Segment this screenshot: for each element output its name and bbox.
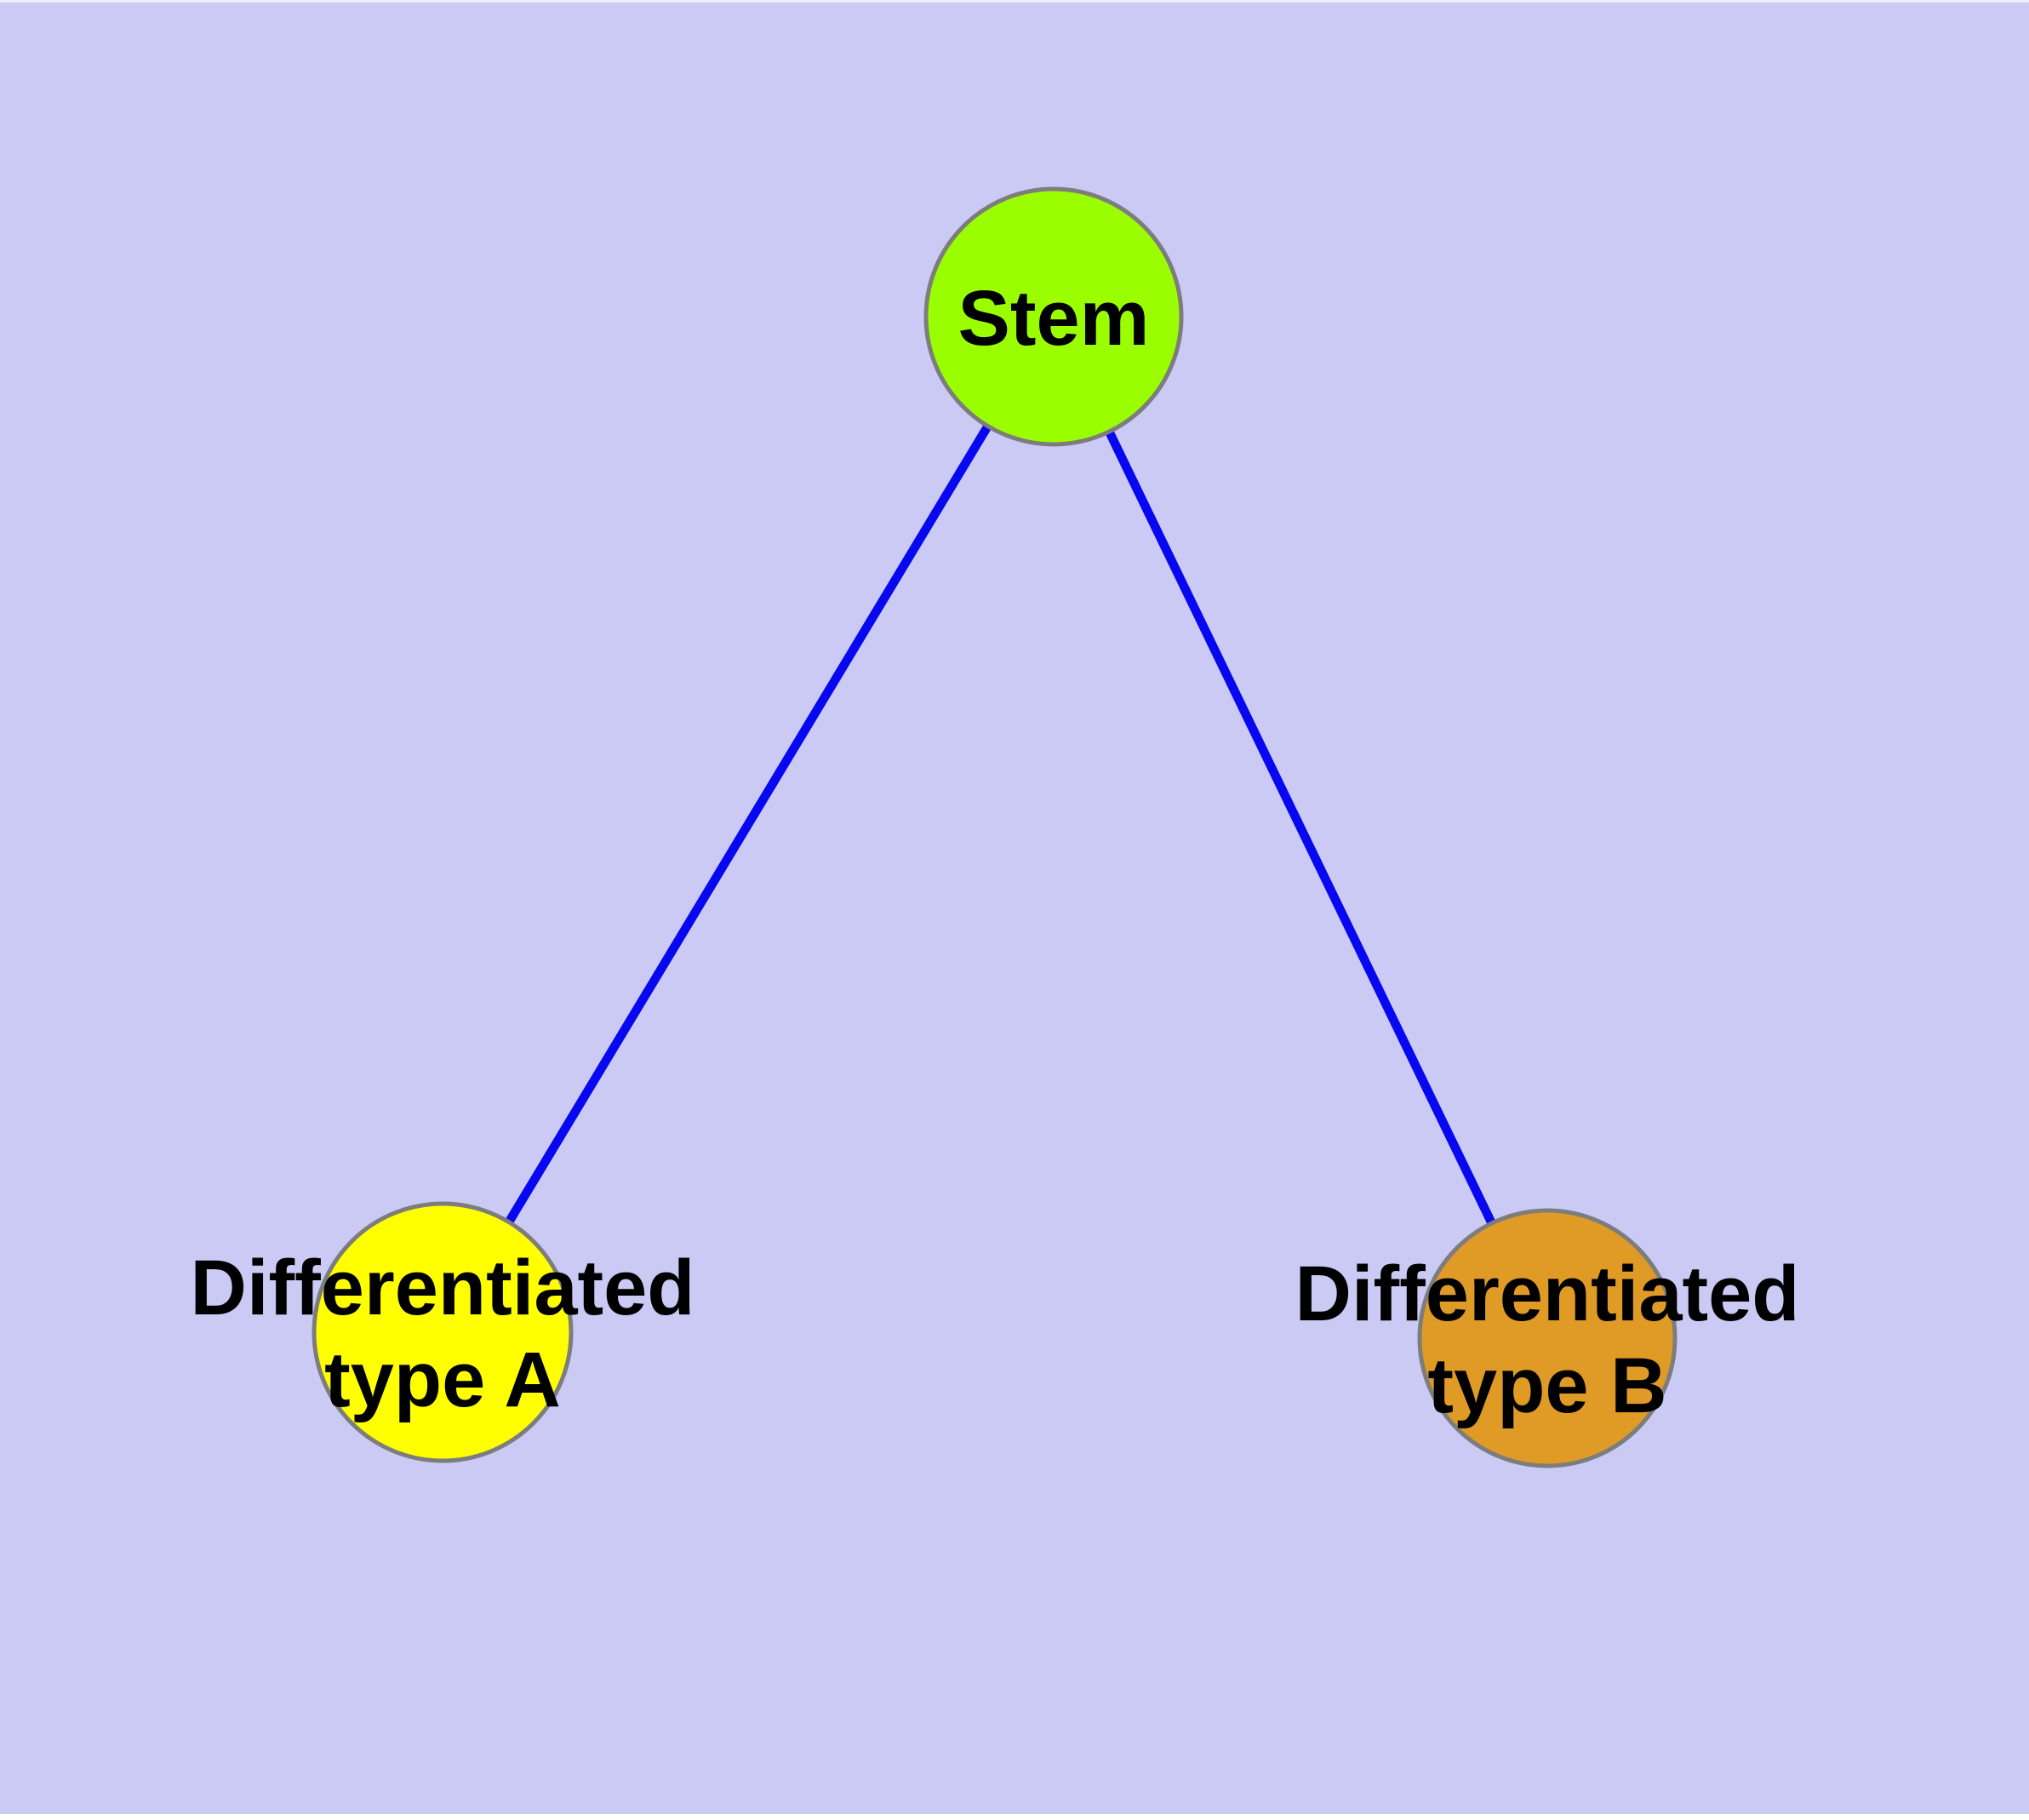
top-edge-strip [0, 0, 2029, 3]
node-label-line: type B [1427, 1342, 1666, 1429]
node-circle-stem [923, 186, 1184, 447]
node-label-line: Differentiated [191, 1245, 695, 1331]
graph-edge-stem-to-differentiated-type-b [1049, 314, 1552, 1341]
node-label-line: Stem [958, 275, 1150, 362]
node-label-line: type A [324, 1336, 561, 1423]
node-circle-differentiated-type-a [311, 1201, 574, 1463]
graph-edge-stem-to-differentiated-type-a [438, 314, 1058, 1335]
node-label-line: Differentiated [1295, 1251, 1800, 1337]
node-label-stem: Stem [958, 275, 1150, 362]
node-circle-differentiated-type-b [1417, 1208, 1677, 1468]
